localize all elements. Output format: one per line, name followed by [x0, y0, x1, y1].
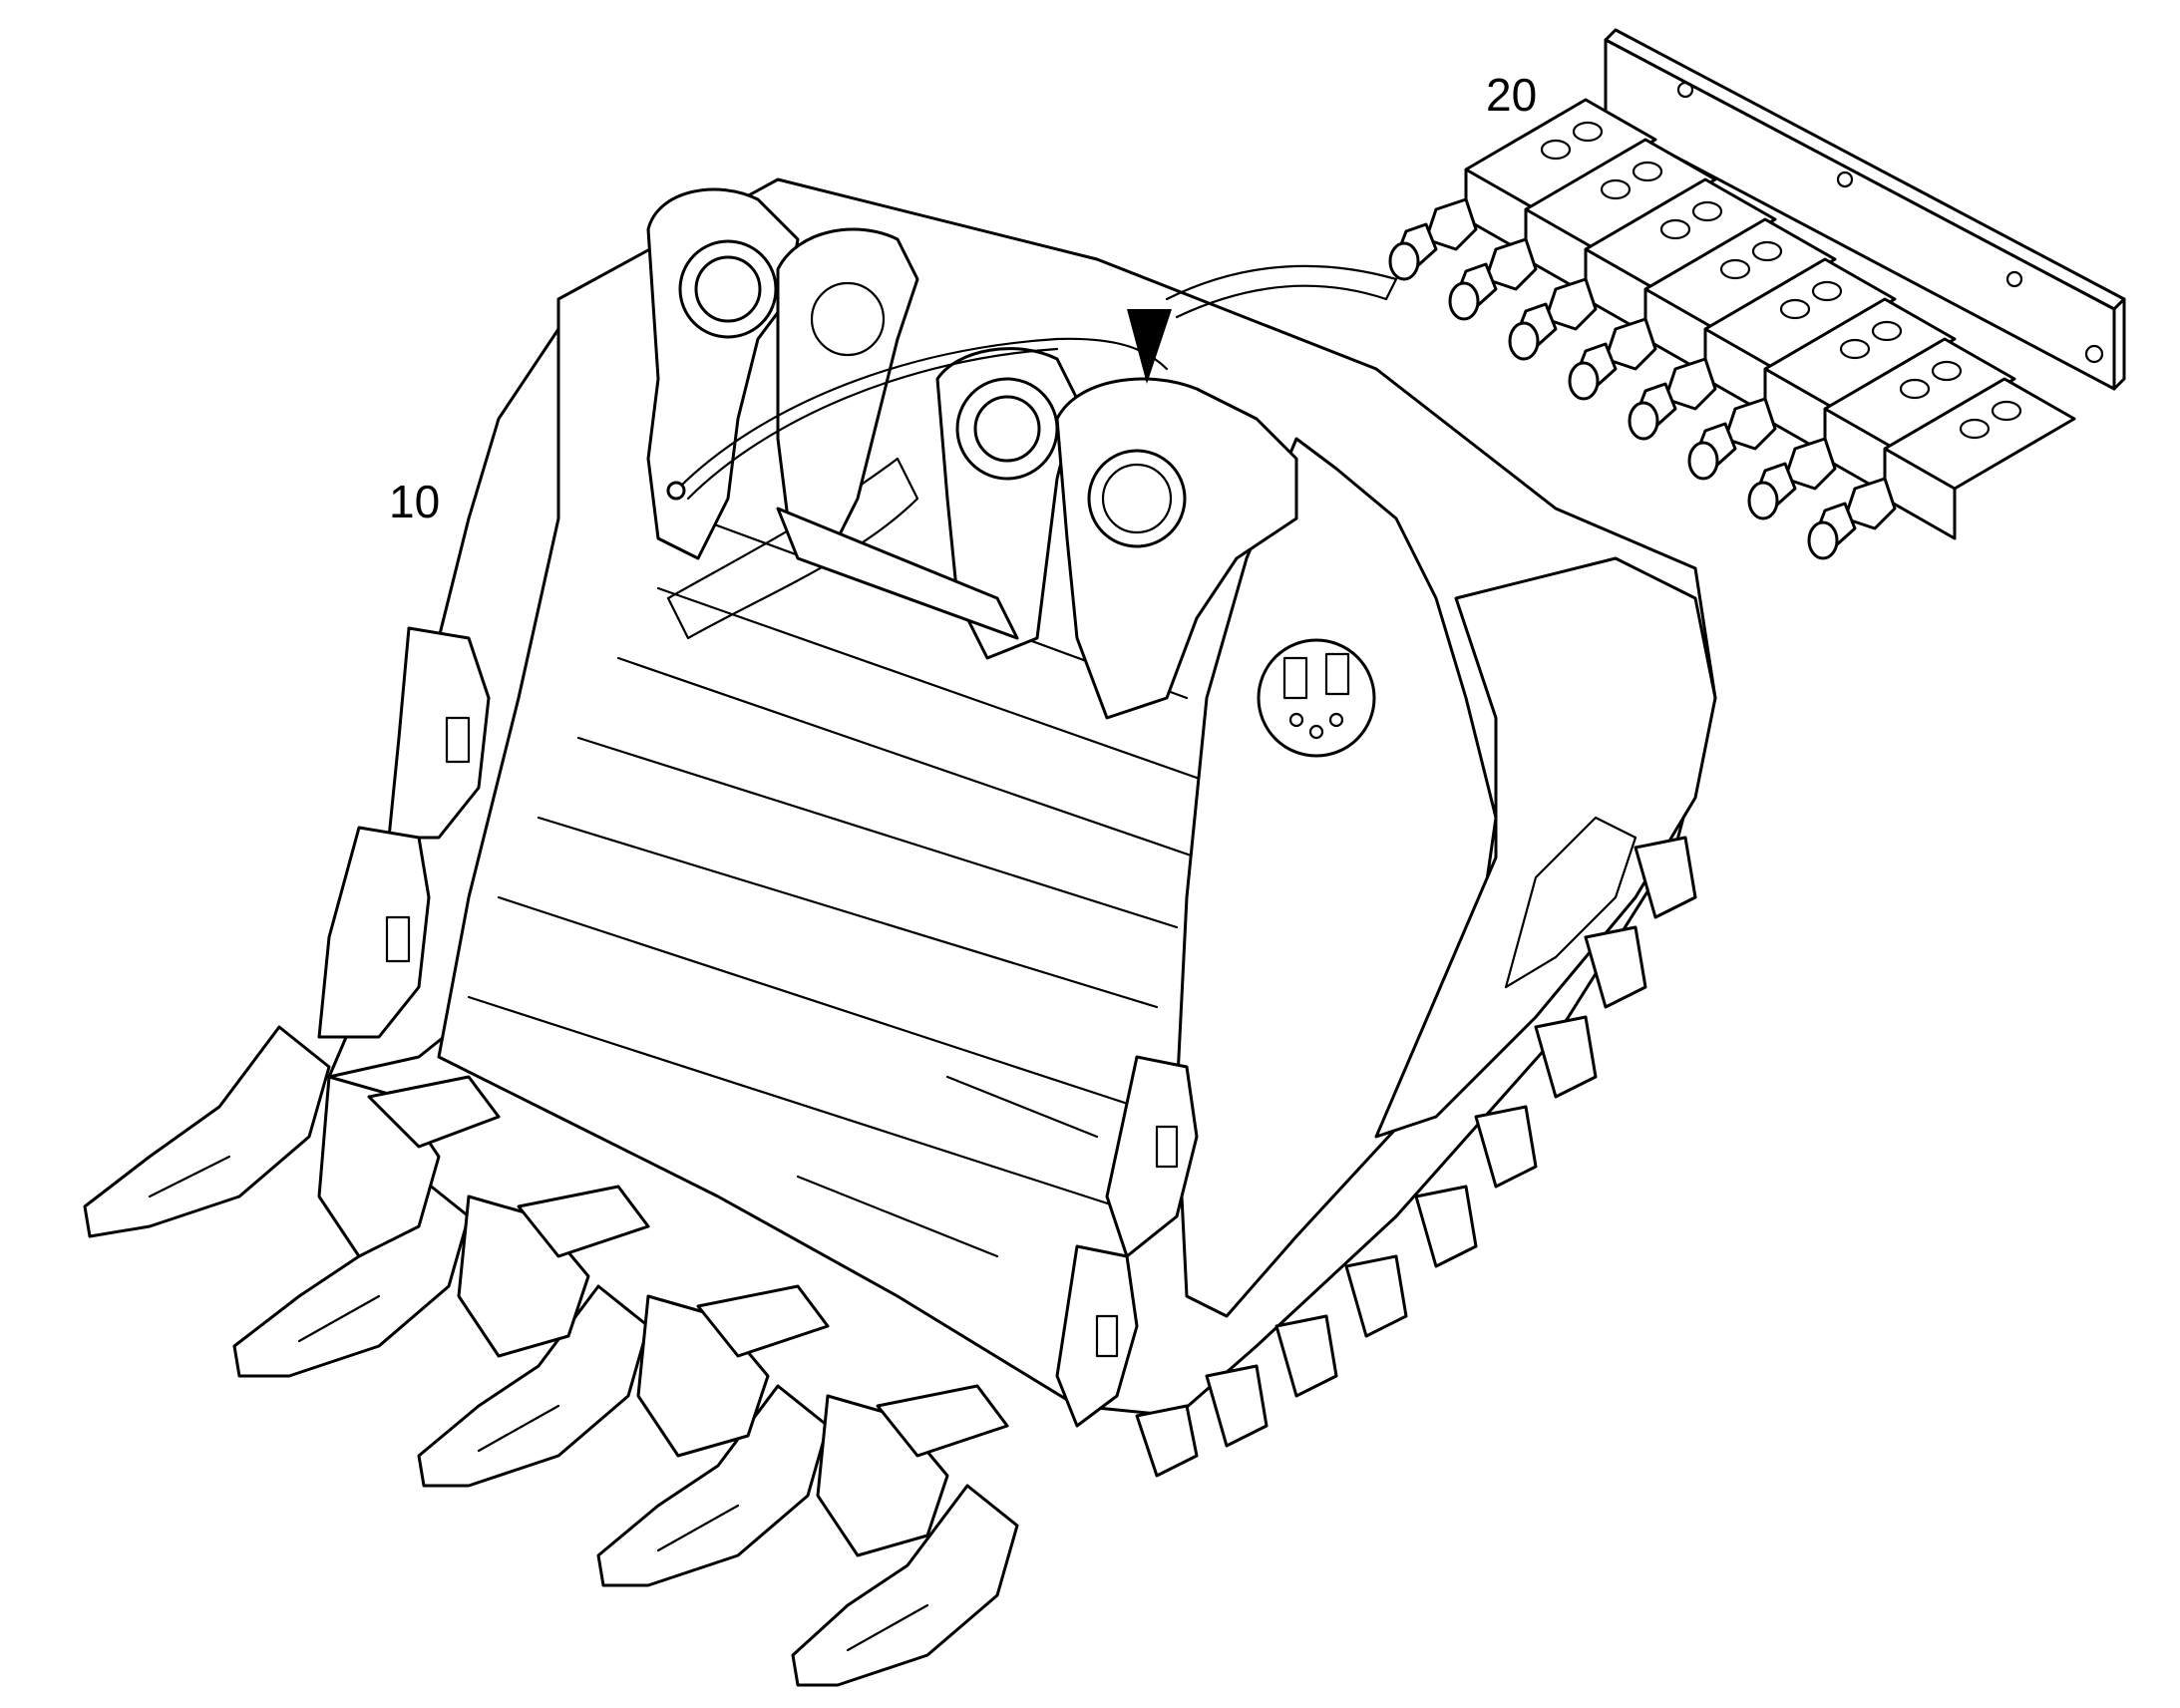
callout-bucket: 10: [389, 476, 441, 527]
bucket-teeth: [83, 1025, 1019, 1687]
side-cutters-right: [1055, 1055, 1199, 1428]
grease-fittings: [1388, 197, 1897, 560]
grease-manifold: [1388, 28, 2126, 560]
hinge-brackets: [646, 187, 1398, 720]
heel-wear-blocks: [1135, 836, 1697, 1478]
side-cutters-left: [317, 626, 491, 1039]
callout-grease-manifold: 20: [1486, 69, 1538, 121]
